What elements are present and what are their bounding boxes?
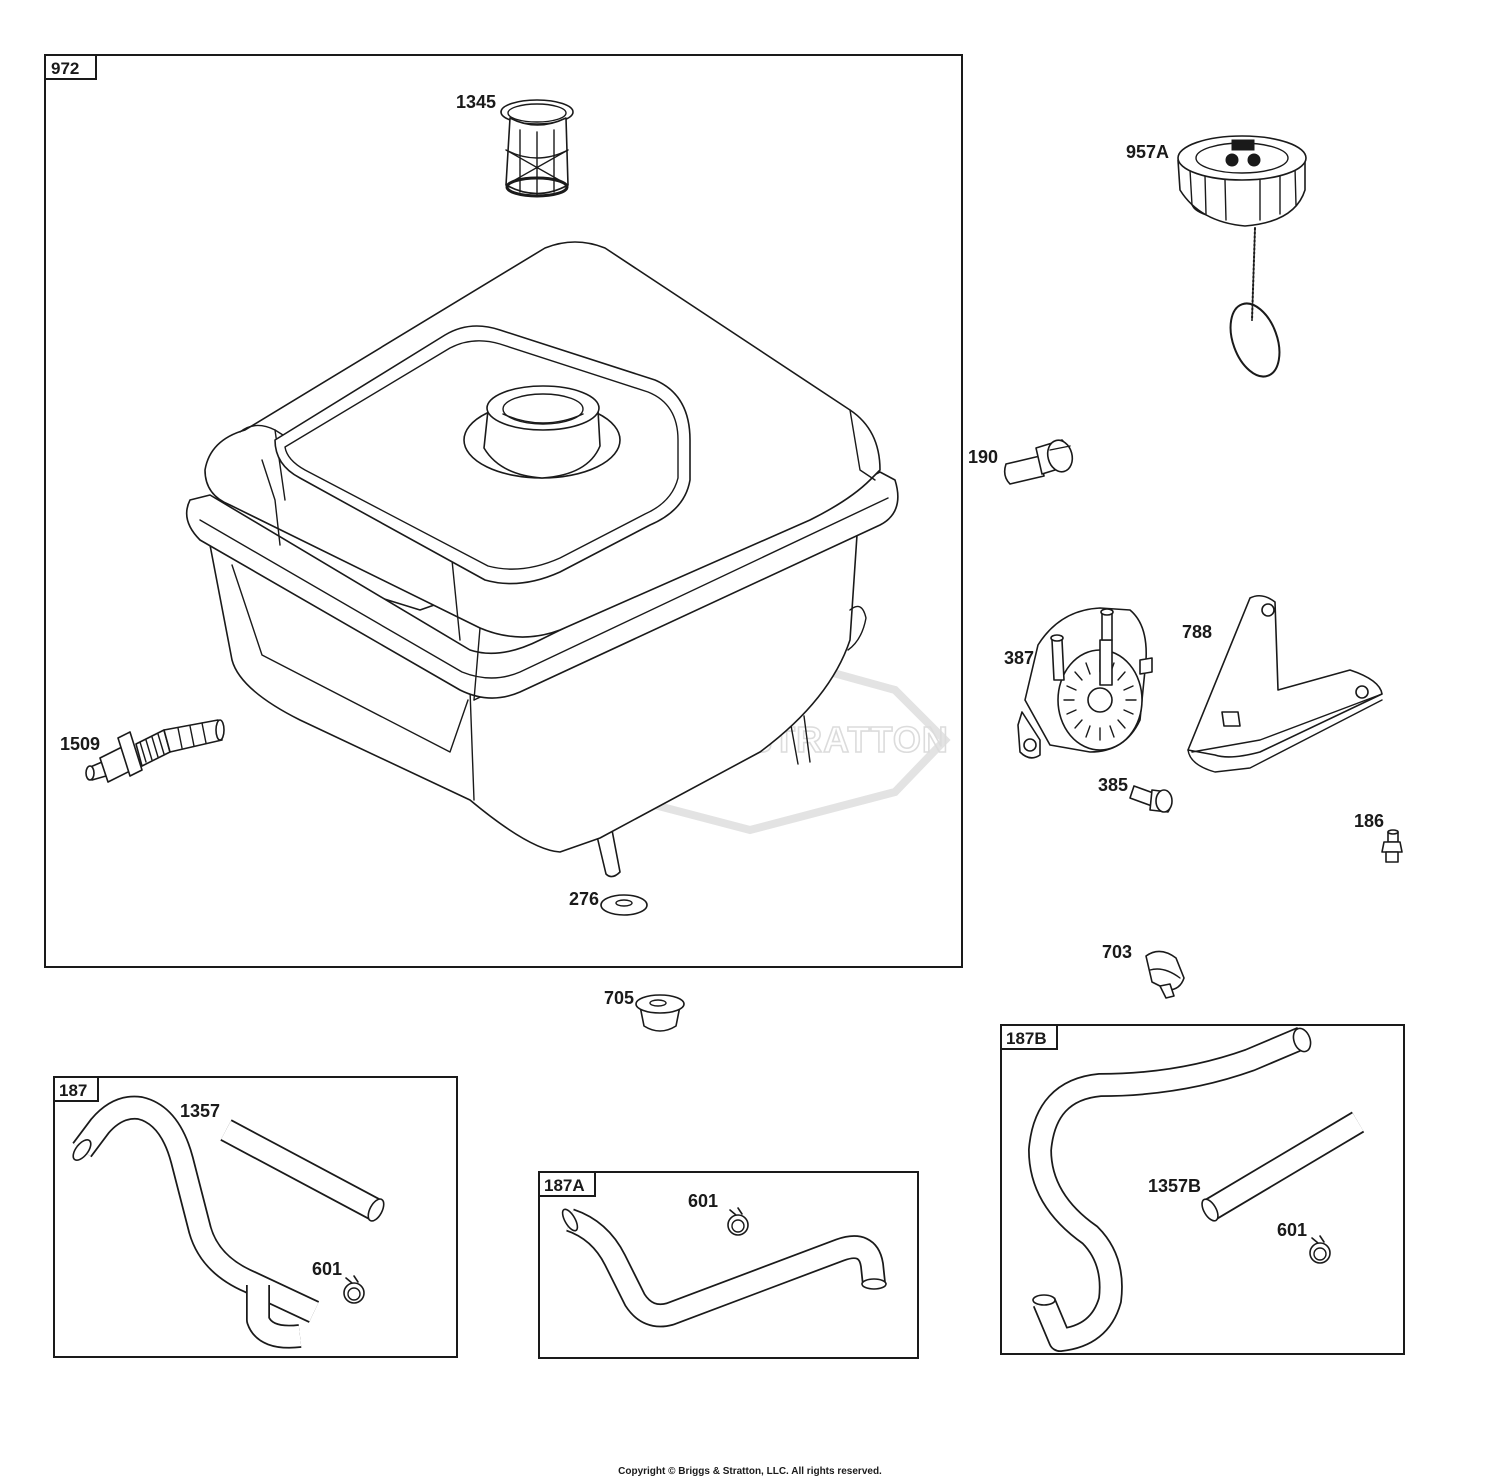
hose-clamp-601c-part[interactable]	[1309, 1235, 1331, 1264]
group-187-frame: 187	[53, 1076, 458, 1358]
hose-clamp-601b-part[interactable]	[727, 1207, 749, 1236]
callout-1357b: 1357B	[1148, 1176, 1201, 1196]
group-187b-tag: 187B	[1006, 1029, 1047, 1048]
fuel-hose-187b-part[interactable]	[1028, 1026, 1314, 1352]
fuel-line-1357b-part[interactable]	[1199, 1111, 1365, 1223]
callout-186: 186	[1354, 811, 1384, 831]
callout-1509: 1509	[60, 734, 100, 754]
fuel-filter-screen-part[interactable]	[500, 99, 574, 198]
callout-705: 705	[604, 988, 634, 1008]
callout-703: 703	[1102, 942, 1132, 962]
fuel-pump-part[interactable]	[1017, 607, 1153, 759]
group-187a-frame: 187A	[538, 1171, 919, 1359]
callout-601-group-187b: 601	[1277, 1220, 1307, 1240]
grommet-705-part[interactable]	[635, 994, 685, 1032]
fuel-cap-part[interactable]	[1177, 135, 1307, 383]
fuel-line-1357-part[interactable]	[220, 1119, 387, 1223]
group-972-tag: 972	[51, 59, 79, 78]
callout-190: 190	[968, 447, 998, 467]
fuel-tank-part[interactable]	[185, 241, 899, 878]
callout-276: 276	[569, 889, 599, 909]
callout-788: 788	[1182, 622, 1212, 642]
group-187b-frame: 187B	[1000, 1024, 1405, 1355]
fuel-hose-187a-part[interactable]	[560, 1207, 887, 1328]
group-187-tag: 187	[59, 1081, 87, 1100]
fuel-hose-187-part[interactable]	[70, 1095, 320, 1349]
bracket-part[interactable]	[1187, 594, 1383, 773]
copyright-notice: Copyright © Briggs & Stratton, LLC. All …	[618, 1466, 882, 1477]
callout-1357: 1357	[180, 1101, 220, 1121]
bolt-385-part[interactable]	[1129, 785, 1173, 813]
callout-387: 387	[1004, 648, 1034, 668]
hose-clamp-601a-part[interactable]	[343, 1275, 365, 1304]
callout-957a: 957A	[1126, 142, 1169, 162]
callout-385: 385	[1098, 775, 1128, 795]
washer-276-part[interactable]	[600, 894, 648, 916]
bolt-190-part[interactable]	[1003, 437, 1076, 485]
callout-601-group-187: 601	[312, 1259, 342, 1279]
group-972-frame: 972	[44, 54, 963, 968]
fitting-186-part[interactable]	[1381, 829, 1403, 863]
callout-1345: 1345	[456, 92, 496, 112]
fuel-valve-part[interactable]	[85, 719, 225, 783]
clamp-703-part[interactable]	[1145, 950, 1185, 999]
group-187a-tag: 187A	[544, 1176, 585, 1195]
callout-601-group-187a: 601	[688, 1191, 718, 1211]
